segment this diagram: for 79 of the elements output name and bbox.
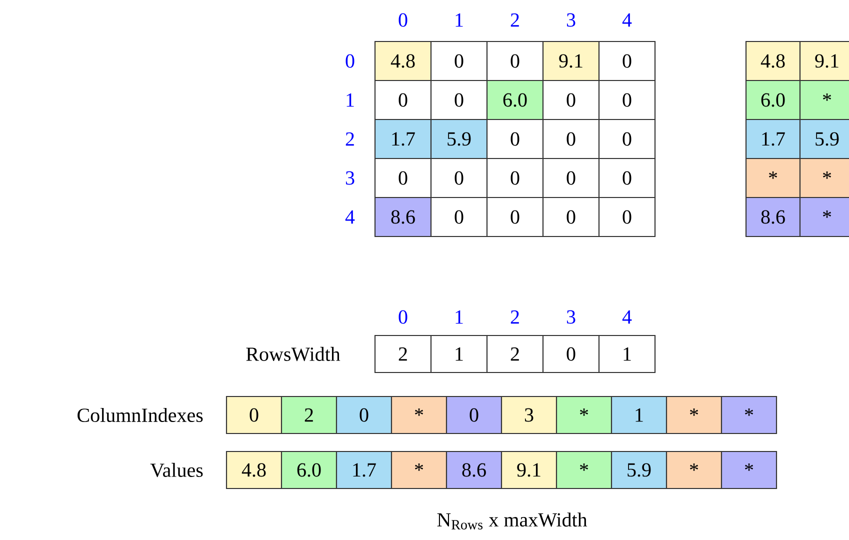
index-number: 3 xyxy=(566,13,576,27)
table-cell: 0 xyxy=(430,40,488,82)
table-cell: 0 xyxy=(598,118,656,160)
table-cell: 0 xyxy=(542,80,600,120)
table-cell: * xyxy=(799,196,849,238)
table-cell: * xyxy=(556,396,612,434)
table-cell: 0 xyxy=(542,118,600,160)
table-cell: * xyxy=(745,158,801,198)
table-cell: 8.6 xyxy=(446,450,502,490)
table-cell: 1.7 xyxy=(374,118,432,160)
table-cell: 1.7 xyxy=(336,450,392,490)
index-number: 0 xyxy=(398,310,408,324)
table-cell: * xyxy=(720,396,778,434)
index-number: 1 xyxy=(456,310,463,324)
index-number: 2 xyxy=(510,310,519,324)
row-label: Values xyxy=(150,462,203,478)
table-cell: 0 xyxy=(486,40,544,82)
table-cell: * xyxy=(666,450,722,490)
index-number: 2 xyxy=(346,132,354,146)
table-cell: 0 xyxy=(542,196,600,238)
index-number: 4 xyxy=(345,210,355,224)
table-cell: 2 xyxy=(374,334,432,374)
table-cell: 0 xyxy=(226,396,282,434)
table-cell: 6.0 xyxy=(486,80,544,120)
table-cell: 0 xyxy=(598,40,656,82)
table-cell: 0 xyxy=(446,396,502,434)
table-cell: 9.1 xyxy=(799,40,849,82)
table-cell: * xyxy=(799,158,849,198)
index-number: 1 xyxy=(346,93,354,107)
table-cell: 5.9 xyxy=(799,118,849,160)
table-cell: 0 xyxy=(598,196,656,238)
table-cell: 4.8 xyxy=(226,450,282,490)
table-cell: 0 xyxy=(374,158,432,198)
table-cell: 0 xyxy=(542,158,600,198)
table-cell: 0 xyxy=(430,158,488,198)
index-number: 0 xyxy=(398,13,408,27)
index-number: 4 xyxy=(622,310,632,324)
table-cell: 9.1 xyxy=(542,40,600,82)
table-cell: 1 xyxy=(430,334,488,374)
table-cell: * xyxy=(666,396,722,434)
table-cell: 0 xyxy=(486,158,544,198)
table-cell: 2 xyxy=(486,334,544,374)
table-cell: 0 xyxy=(542,334,600,374)
table-cell: 0 xyxy=(486,196,544,238)
index-number: 2 xyxy=(510,13,519,27)
table-cell: 8.6 xyxy=(374,196,432,238)
table-cell: 0 xyxy=(374,80,432,120)
table-cell: 1 xyxy=(598,334,656,374)
table-cell: 6.0 xyxy=(745,80,801,120)
table-cell: 0 xyxy=(486,118,544,160)
table-cell: 2 xyxy=(280,396,338,434)
index-number: 3 xyxy=(346,171,354,185)
row-label: RowsWidth xyxy=(246,346,340,362)
table-cell: 5.9 xyxy=(430,118,488,160)
caption: N$_{Rows}$ x maxWidth xyxy=(437,512,588,530)
table-cell: 3 xyxy=(500,396,558,434)
table-cell: 4.8 xyxy=(745,40,801,82)
table-cell: * xyxy=(390,396,448,434)
index-number: 4 xyxy=(622,13,632,27)
table-cell: * xyxy=(390,450,448,490)
table-cell: * xyxy=(556,450,612,490)
table-cell: 0 xyxy=(430,80,488,120)
table-cell: 8.6 xyxy=(745,196,801,238)
table-cell: 0 xyxy=(430,196,488,238)
table-cell: 0 xyxy=(598,80,656,120)
table-cell: 0 xyxy=(336,396,392,434)
table-cell: 4.8 xyxy=(374,40,432,82)
table-cell: 1.7 xyxy=(745,118,801,160)
table-cell: 9.1 xyxy=(500,450,558,490)
index-number: 0 xyxy=(346,54,354,68)
table-cell: 6.0 xyxy=(280,450,338,490)
index-number: 1 xyxy=(456,13,463,27)
table-cell: * xyxy=(799,80,849,120)
row-label: ColumnIndexes xyxy=(78,408,203,422)
table-cell: 5.9 xyxy=(610,450,668,490)
table-cell: 1 xyxy=(610,396,668,434)
index-number: 3 xyxy=(566,310,576,324)
table-cell: 0 xyxy=(598,158,656,198)
table-cell: * xyxy=(720,450,778,490)
